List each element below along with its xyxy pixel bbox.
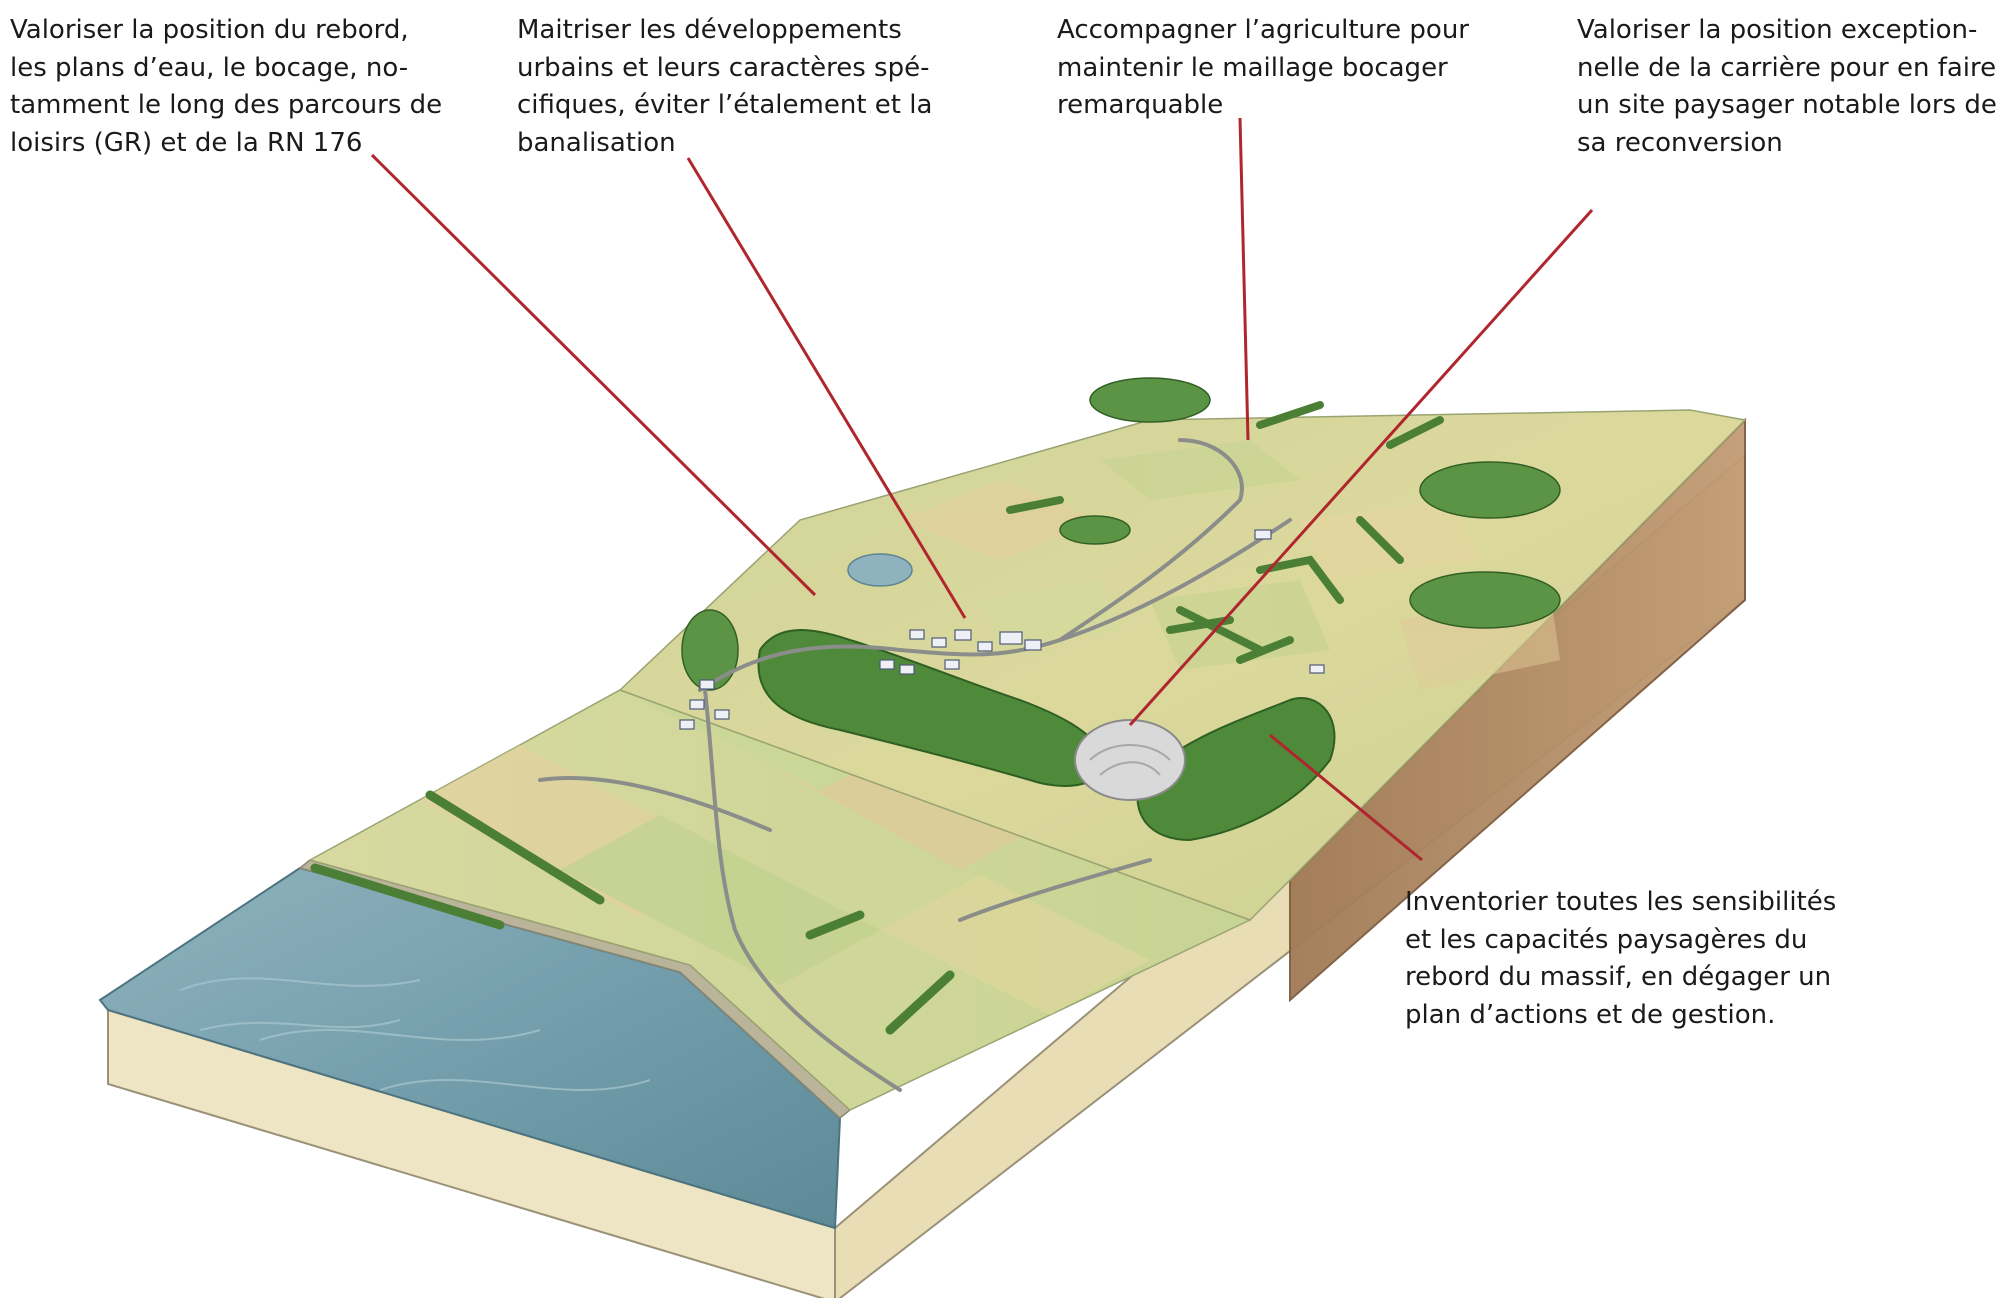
annotation-line: Valoriser la position exception- [1577, 15, 1978, 45]
annotation-line: Valoriser la position du rebord, [10, 15, 409, 45]
leader-line-agriculture [1238, 117, 1250, 441]
quarry-terraces [1089, 744, 1171, 776]
quarry [1074, 719, 1186, 801]
annotation-line: sa reconversion [1577, 127, 1783, 158]
annotation-line: et les capacités paysagères du [1405, 924, 1808, 955]
leader-lines [370, 117, 1594, 862]
plateau-woods [681, 377, 1561, 691]
annotation-agriculture: Accompagner l’agriculture pour maintenir… [1057, 12, 1469, 125]
leader-line-carriere [1128, 208, 1594, 727]
hedgerows [1006, 401, 1444, 664]
annotation-urbain: Maitriser les développements urbains et … [517, 12, 932, 162]
annotation-carriere: Valoriser la position exception- nelle d… [1577, 12, 1997, 162]
annotation-line: rebord du massif, en dégager un [1405, 962, 1832, 992]
pond [847, 553, 913, 587]
water-ripples [179, 977, 651, 1091]
annotation-line: loisirs (GR) et de la RN 176 [10, 127, 363, 158]
annotation-line: maintenir le maillage bocager [1057, 52, 1448, 83]
annotation-line: un site paysager notable lors de [1577, 90, 1997, 120]
annotation-line: les plans d’eau, le bocage, no- [10, 52, 409, 83]
plain-hedgerows [310, 790, 955, 1035]
annotation-line: Accompagner l’agriculture pour [1057, 15, 1469, 45]
annotation-line: Inventorier toutes les sensibilités [1405, 887, 1837, 917]
annotation-line: banalisation [517, 127, 676, 158]
annotation-inventaire: Inventorier toutes les sensibilités et l… [1405, 884, 1836, 1034]
annotation-line: Maitriser les développements [517, 15, 902, 45]
annotation-line: cifiques, éviter l’étalement et la [517, 90, 933, 120]
annotation-line: tamment le long des parcours de [10, 90, 443, 120]
leader-line-rebord [370, 153, 817, 597]
annotation-line: nelle de la carrière pour en faire [1577, 52, 1997, 83]
leader-line-urbain [686, 157, 967, 619]
leader-line-inventaire [1269, 733, 1423, 862]
roads [538, 438, 1292, 1092]
annotation-line: plan d’actions et de gestion. [1405, 999, 1776, 1030]
escarpment-forest-east [1136, 697, 1336, 842]
annotation-line: remarquable [1057, 90, 1224, 120]
annotation-line: urbains et leurs caractères spé- [517, 52, 930, 83]
village [679, 529, 1325, 730]
annotation-rebord: Valoriser la position du rebord, les pla… [10, 12, 442, 162]
